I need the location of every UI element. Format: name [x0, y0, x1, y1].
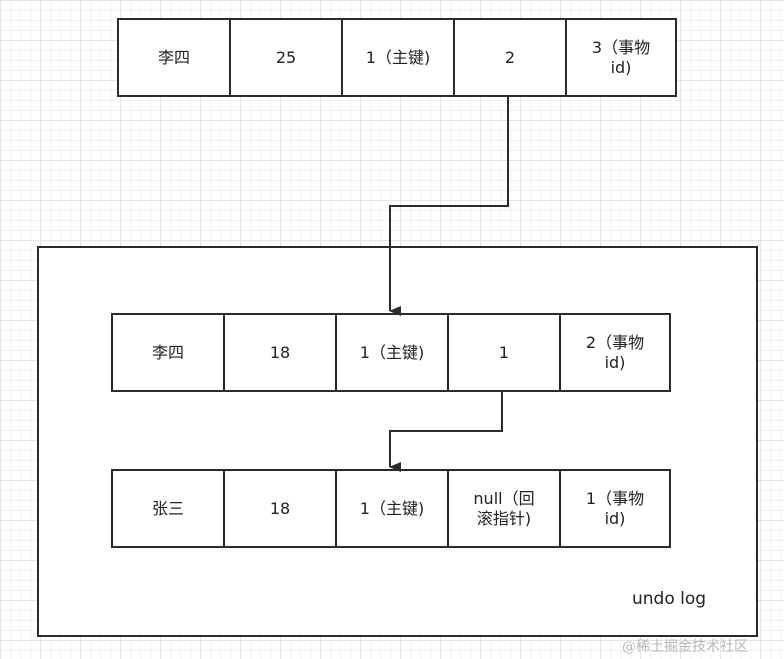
- cell-transaction-id: 3（事物 id): [591, 37, 651, 77]
- cell-transaction-id: 1（事物 id): [585, 488, 645, 528]
- undo-log-label: undo log: [632, 589, 707, 609]
- cell-primary-key: 1（主键): [337, 471, 449, 546]
- watermark: @稀土掘金技术社区: [622, 639, 748, 655]
- cell-age: 25: [231, 20, 343, 95]
- cell-primary-key: 1（主键): [343, 20, 455, 95]
- cell-name: 张三: [113, 471, 225, 546]
- undo-row-1: 李四 18 1（主键) 1 2（事物 id): [111, 313, 671, 392]
- cell-rollback-pointer: 1: [449, 315, 561, 390]
- cell-age: 18: [225, 315, 337, 390]
- cell-transaction-id: 2（事物 id): [585, 332, 645, 372]
- cell-rollback-pointer: null（回 滚指针): [449, 471, 561, 546]
- arrow-current-to-undo-1: [389, 97, 509, 316]
- arrow-undo-1-to-undo-2: [389, 392, 503, 472]
- cell-age: 18: [225, 471, 337, 546]
- cell-rollback-pointer: 2: [455, 20, 567, 95]
- cell-name: 李四: [119, 20, 231, 95]
- current-row: 李四 25 1（主键) 2 3（事物 id): [117, 18, 677, 97]
- cell-name: 李四: [113, 315, 225, 390]
- cell-primary-key: 1（主键): [337, 315, 449, 390]
